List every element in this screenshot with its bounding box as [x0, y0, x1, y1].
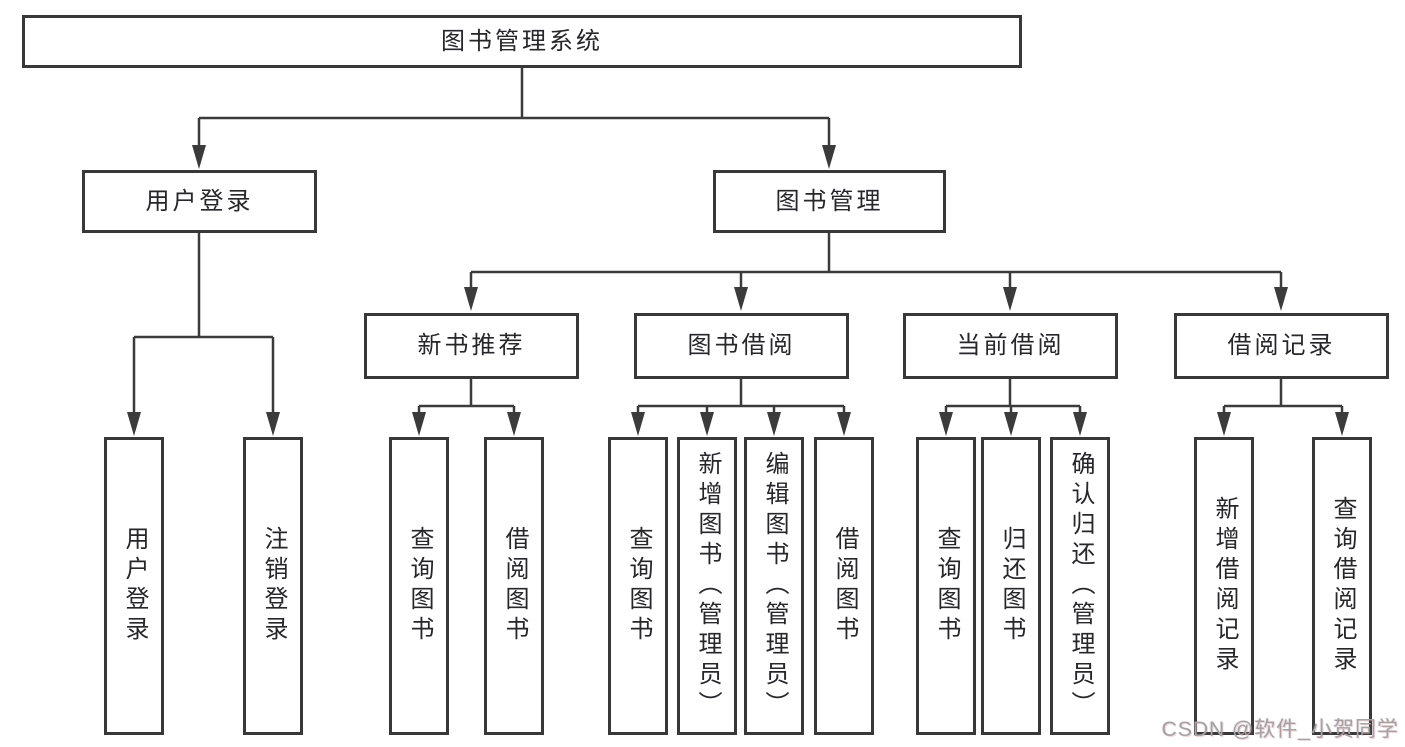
leaf-return-books: 归还图书 — [981, 437, 1041, 735]
leaf-label: 新增借阅记录 — [1211, 496, 1238, 676]
node-new-book-recommend: 新书推荐 — [364, 313, 579, 379]
leaf-label: 查询图书 — [406, 526, 433, 646]
node-root-label: 图书管理系统 — [441, 27, 603, 55]
node-label: 用户登录 — [145, 187, 254, 215]
leaf-label: 借阅图书 — [831, 526, 858, 646]
leaf-label: 编辑图书（管理员） — [761, 451, 788, 721]
leaf-label: 借阅图书 — [501, 526, 528, 646]
node-root-system: 图书管理系统 — [22, 15, 1022, 68]
leaf-query-books-borrow: 查询图书 — [608, 437, 668, 735]
leaf-confirm-return-admin: 确认归还（管理员） — [1050, 437, 1110, 735]
leaf-logout: 注销登录 — [243, 437, 303, 735]
leaf-borrow-books-recommend: 借阅图书 — [484, 437, 544, 735]
leaf-add-books-admin: 新增图书（管理员） — [677, 437, 737, 735]
node-label: 借阅记录 — [1227, 332, 1336, 359]
leaf-label: 新增图书（管理员） — [694, 451, 721, 721]
leaf-label: 查询借阅记录 — [1329, 496, 1356, 676]
leaf-label: 用户登录 — [121, 526, 148, 646]
leaf-label: 查询图书 — [933, 526, 960, 646]
node-label: 新书推荐 — [417, 332, 526, 359]
node-borrowing-records: 借阅记录 — [1174, 313, 1389, 379]
node-label: 图书管理 — [775, 187, 884, 215]
node-label: 当前借阅 — [956, 332, 1065, 359]
leaf-borrow-books: 借阅图书 — [814, 437, 874, 735]
watermark-text: CSDN @软件_小贺同学 — [1161, 718, 1399, 741]
node-label: 图书借阅 — [687, 332, 796, 359]
leaf-query-books-recommend: 查询图书 — [389, 437, 449, 735]
node-current-borrowing: 当前借阅 — [903, 313, 1118, 379]
leaf-label: 确认归还（管理员） — [1067, 451, 1094, 721]
leaf-edit-books-admin: 编辑图书（管理员） — [744, 437, 804, 735]
node-book-management-module: 图书管理 — [713, 170, 946, 233]
leaf-user-login: 用户登录 — [104, 437, 164, 735]
leaf-label: 注销登录 — [260, 526, 287, 646]
leaf-add-borrow-record: 新增借阅记录 — [1194, 437, 1254, 735]
leaf-query-borrow-record: 查询借阅记录 — [1312, 437, 1372, 735]
node-book-borrowing: 图书借阅 — [634, 313, 849, 379]
leaf-query-books-current: 查询图书 — [916, 437, 976, 735]
leaf-label: 归还图书 — [998, 526, 1025, 646]
leaf-label: 查询图书 — [625, 526, 652, 646]
node-user-login-module: 用户登录 — [82, 170, 317, 233]
arrowhead-group — [127, 145, 1349, 436]
